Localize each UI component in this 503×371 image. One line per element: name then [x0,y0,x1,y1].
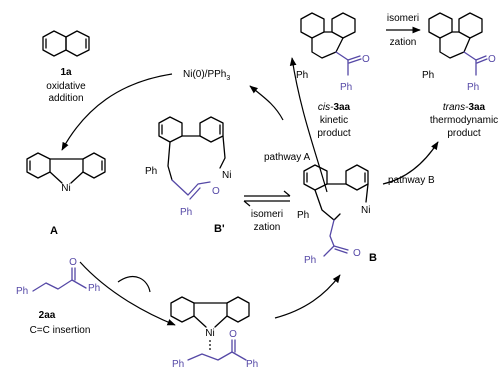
label-ni-bprime: Ni [222,170,231,181]
chalcone-2aa [32,267,87,292]
label-ph-cis-left: Ph [296,70,308,81]
label-b-prime: B' [214,223,225,235]
label-zation-top: zation [390,37,417,48]
label-a: A [50,225,58,237]
label-ph-b-bottom: Ph [304,255,316,266]
label-ph-cis-bottom: Ph [340,82,352,93]
nickelacycle-a [26,152,106,184]
label-isomeri-b: isomeri [251,209,283,220]
label-b: B [369,252,377,264]
label-pathway-b: pathway B [388,175,435,186]
label-cis-3aa: cis-3aa [318,102,351,113]
biphenylene-1a [42,30,90,57]
label-1a: 1a [60,67,72,78]
arrow-pathway-a [289,57,328,193]
label-ph-complex-right: Ph [246,359,258,370]
label-catalyst: Ni(0)/PPh3 [183,69,230,82]
label-oxidative: oxidative [46,81,86,92]
arrow-insertion-to-b [274,274,341,319]
equilibrium-forward-barb [283,190,291,197]
label-ph-bprime-bottom: Ph [180,207,192,218]
label-ni-b: Ni [361,205,370,216]
cis-3aa-structure [300,12,362,76]
label-o-cis: O [362,54,370,65]
label-ph-b-left: Ph [297,210,309,221]
label-product-cis: product [317,128,351,139]
nickelacycle-b-prime [158,116,226,200]
label-o-trans: O [488,54,496,65]
label-2aa: 2aa [39,310,56,321]
label-kinetic: kinetic [320,115,348,126]
label-o-bprime: O [212,186,220,197]
label-o-complex: O [229,329,237,340]
label-o-b: O [353,248,361,259]
label-ph-complex-left: Ph [172,359,184,370]
label-cc-insertion: C=C insertion [30,325,91,336]
label-ph-2aa-left: Ph [16,286,28,297]
nickelacycle-b [303,164,369,257]
arrow-pathway-b [382,141,439,185]
label-addition: addition [48,93,83,104]
label-isomeri-top: isomeri [387,13,419,24]
label-thermodynamic: thermodynamic [430,115,498,126]
equilibrium-reverse-barb [243,200,251,207]
label-ph-2aa-right: Ph [88,283,100,294]
label-trans-3aa: trans-3aa [443,102,486,113]
label-product-trans: product [447,128,481,139]
arrow-regenerate-catalyst [249,85,284,121]
trans-3aa-structure [428,12,488,76]
arrow-oxidative-addition [61,73,173,151]
label-ph-trans-left: Ph [422,70,434,81]
label-zation-b: zation [254,222,281,233]
label-pathway-a: pathway A [264,152,310,163]
label-o-2aa: O [69,257,77,268]
insertion-complex [170,296,250,361]
arrow-enone-feed [117,276,151,293]
label-ni-a: Ni [61,183,70,194]
arrow-a-to-insertion [79,261,176,326]
label-ph-bprime-left: Ph [145,166,157,177]
label-ni-complex: Ni [205,328,214,339]
label-ph-trans-bottom: Ph [467,82,479,93]
